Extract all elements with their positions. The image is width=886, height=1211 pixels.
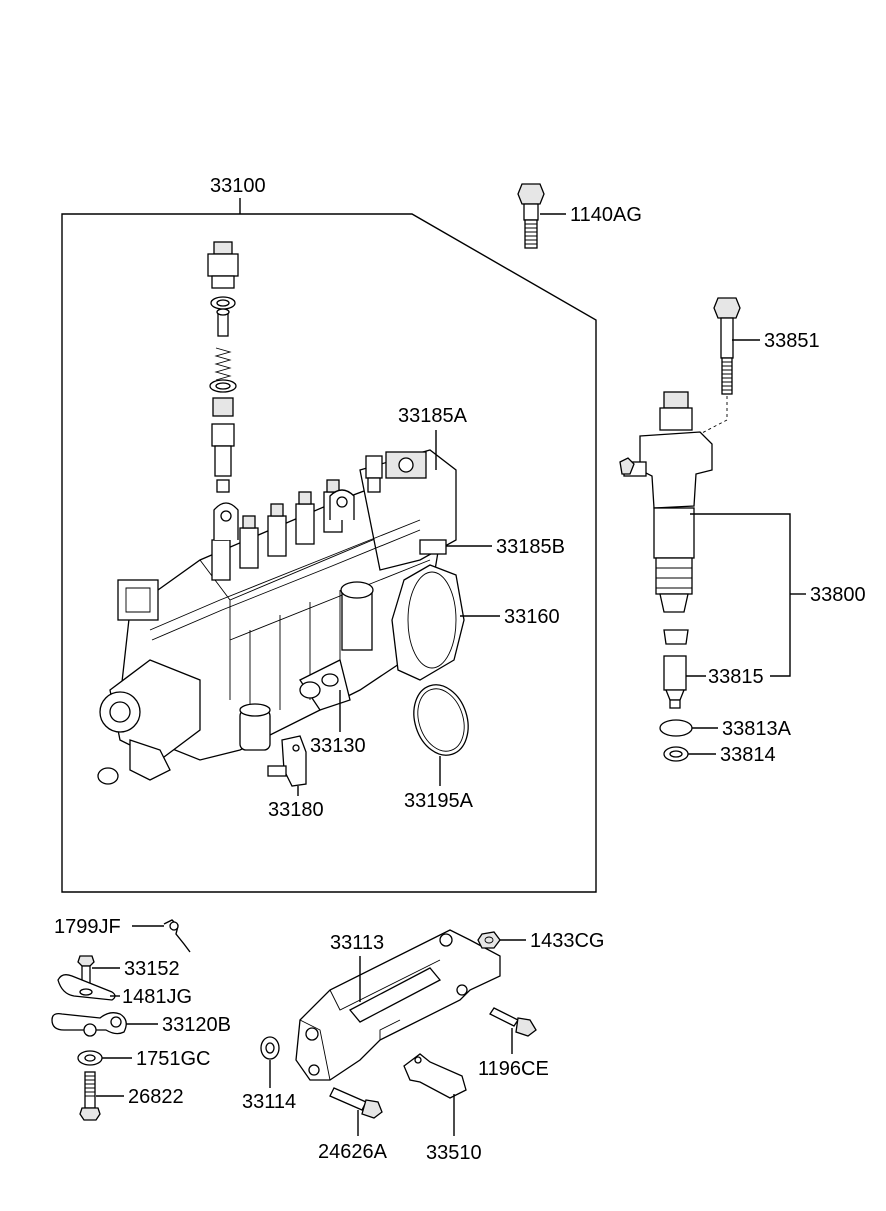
label-33100: 33100 bbox=[210, 175, 266, 197]
label-33180: 33180 bbox=[268, 799, 324, 821]
label-33130: 33130 bbox=[310, 735, 366, 757]
assembly-frame bbox=[61, 198, 597, 893]
label-1799JF: 1799JF bbox=[54, 916, 121, 938]
label-33185B: 33185B bbox=[496, 536, 565, 558]
label-33114: 33114 bbox=[242, 1091, 296, 1113]
label-33113: 33113 bbox=[330, 932, 384, 954]
label-33185A: 33185A bbox=[398, 405, 468, 427]
part-1433CG-nut bbox=[477, 931, 501, 949]
label-33814: 33814 bbox=[720, 744, 776, 766]
injection-pump-body bbox=[97, 449, 465, 785]
part-1751GC-washer bbox=[77, 1050, 103, 1066]
label-1751GC: 1751GC bbox=[136, 1048, 211, 1070]
part-26822-bolt bbox=[79, 1071, 101, 1121]
part-1196CE-bolt bbox=[489, 1007, 537, 1037]
label-33815: 33815 bbox=[708, 666, 764, 688]
label-33195A: 33195A bbox=[404, 790, 474, 812]
part-33114-washer bbox=[260, 1036, 280, 1060]
leader-lines bbox=[92, 213, 806, 1136]
part-33195A-o-ring bbox=[413, 684, 469, 756]
label-33510: 33510 bbox=[426, 1142, 482, 1164]
part-33800-injector bbox=[619, 391, 713, 613]
part-33120B-pipe bbox=[51, 1012, 127, 1037]
label-1433CG: 1433CG bbox=[530, 930, 605, 952]
part-33815-nozzle bbox=[663, 629, 689, 709]
label-33160: 33160 bbox=[504, 606, 560, 628]
part-33180-bracket bbox=[267, 735, 307, 787]
part-33814-washer bbox=[663, 746, 689, 762]
label-26822: 26822 bbox=[128, 1086, 184, 1108]
label-33800: 33800 bbox=[810, 584, 866, 606]
label-33120B: 33120B bbox=[162, 1014, 231, 1036]
label-1481JG: 1481JG bbox=[122, 986, 192, 1008]
label-33851: 33851 bbox=[764, 330, 820, 352]
part-1799JF-clip bbox=[163, 919, 191, 953]
delivery-valve-stack bbox=[207, 241, 239, 493]
part-33813A-washer bbox=[659, 719, 693, 737]
part-24626A-bolt bbox=[329, 1087, 383, 1119]
part-33851-bolt bbox=[699, 297, 741, 435]
label-1196CE: 1196CE bbox=[478, 1058, 549, 1080]
part-33510-plate bbox=[403, 1053, 467, 1099]
part-1140AG-bolt bbox=[517, 183, 545, 249]
label-33813A: 33813A bbox=[722, 718, 792, 740]
label-1140AG: 1140AG bbox=[570, 204, 642, 226]
part-labels: 33100 1140AG 33851 33185A 33185B 33160 3… bbox=[54, 175, 866, 1164]
label-33152: 33152 bbox=[124, 958, 180, 980]
part-33113-bracket bbox=[295, 929, 501, 1081]
label-24626A: 24626A bbox=[318, 1141, 388, 1163]
